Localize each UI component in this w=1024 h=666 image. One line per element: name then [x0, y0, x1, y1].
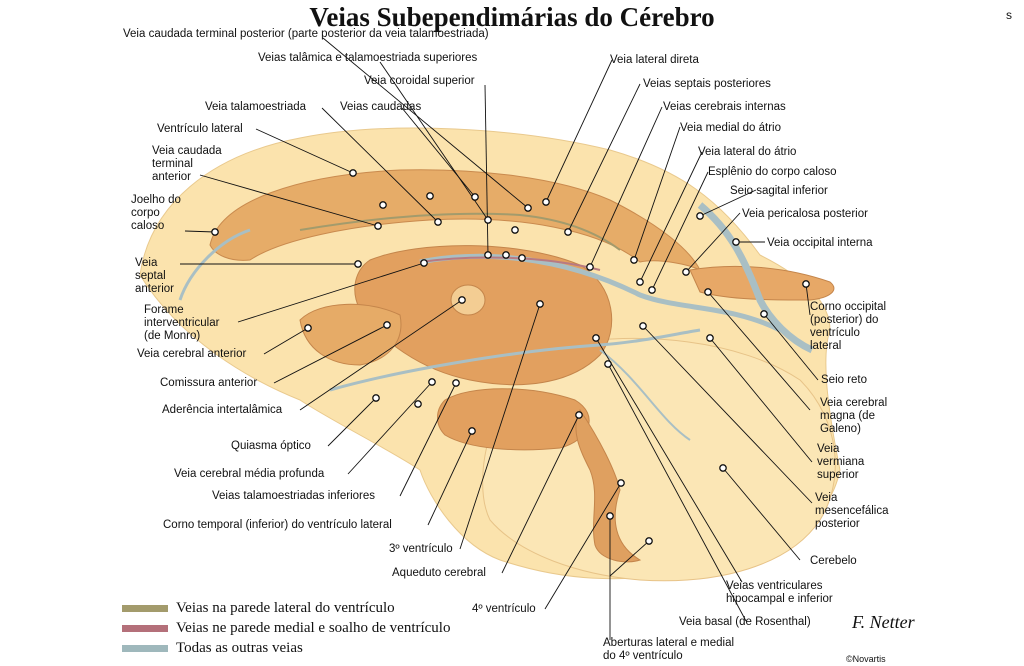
label-aqueduto: Aqueduto cerebral: [392, 567, 486, 579]
label-cerebrais-internas: Veias cerebrais internas: [663, 101, 786, 113]
label-medial-atrio: Veia medial do átrio: [680, 122, 782, 134]
label-terceiro-ventriculo: 3º ventrículo: [389, 543, 453, 555]
artist-signature: F. Netter: [852, 612, 915, 632]
occipital-horn-shape: [689, 265, 835, 301]
page-title: Veias Subependimárias do Cérebro: [309, 2, 715, 32]
label-joelho: Joelho do corpo caloso: [131, 194, 181, 232]
temporal-horn-shape: [437, 388, 590, 451]
vein-thalamostriate: [299, 212, 621, 251]
lateral-ventricle-shape: [209, 169, 702, 272]
label-ventriculares: Veias ventriculares hipocampal e inferio…: [726, 580, 833, 605]
label-corno-occipital: Corno occipital (posterior) do ventrícul…: [810, 301, 887, 352]
legend-label: Todas as outras veias: [176, 639, 303, 656]
legend-item-medial-wall: Veias ne parede medial e soalho de ventr…: [122, 620, 450, 636]
label-seio-sagital: Seio sagital inferior: [730, 185, 828, 197]
label-esplenio: Esplênio do corpo caloso: [708, 166, 837, 178]
label-septal-anterior: Veia septal anterior: [135, 257, 174, 295]
label-caudadas: Veias caudadas: [340, 101, 422, 113]
label-aderencia: Aderência intertalâmica: [162, 404, 283, 416]
label-talamica-superiores: Veias talâmica e talamoestriada superior…: [258, 52, 478, 64]
label-vermiana: Veia vermiana superior: [817, 443, 865, 481]
vein-basal: [329, 328, 701, 392]
legend-item-lateral-wall: Veias na parede lateral do ventrículo: [122, 600, 395, 616]
legend-item-other-veins: Todas as outras veias: [122, 640, 303, 656]
label-septais-posteriores: Veias septais posteriores: [643, 78, 771, 90]
label-cerebral-media: Veia cerebral média profunda: [174, 468, 325, 480]
label-lateral-atrio: Veia lateral do átrio: [698, 146, 797, 158]
label-quiasma: Quiasma óptico: [231, 440, 311, 452]
label-caudada-terminal-posterior: Veia caudada terminal posterior (parte p…: [123, 28, 489, 40]
label-lateral-direta: Veia lateral direta: [610, 54, 699, 66]
interthalamic-adhesion: [450, 284, 486, 316]
legend-label: Veias na parede lateral do ventrículo: [176, 599, 395, 616]
aqueduct-shape: [575, 409, 642, 563]
label-corno-temporal: Corno temporal (inferior) do ventrículo …: [163, 519, 392, 531]
label-quarto-ventriculo: 4º ventrículo: [472, 603, 536, 615]
label-talamo-inferiores: Veias talamoestriadas inferiores: [212, 490, 375, 502]
label-aberturas: Aberturas lateral e medial do 4º ventríc…: [603, 637, 735, 662]
label-seio-reto: Seio reto: [821, 374, 868, 386]
label-cerebelo: Cerebelo: [810, 555, 857, 567]
label-magna: Veia cerebral magna (de Galeno): [820, 397, 888, 435]
label-mesencefalica: Veia mesencefálica posterior: [815, 492, 889, 530]
label-markers: [211, 169, 810, 545]
corner-mark: s: [1006, 8, 1012, 22]
legend-swatch: [122, 604, 168, 612]
copyright-text: ©Novartis: [846, 654, 886, 664]
vein-straight-sinus: [697, 202, 814, 354]
label-talamoestriada: Veia talamoestriada: [205, 101, 307, 113]
label-cerebral-anterior: Veia cerebral anterior: [137, 348, 247, 360]
label-ventriculo-lateral: Ventrículo lateral: [157, 123, 243, 135]
label-basal: Veia basal (de Rosenthal): [679, 616, 811, 628]
vein-ventricular-hippocampal: [599, 349, 691, 441]
label-comissura: Comissura anterior: [160, 377, 258, 389]
label-pericalosa: Veia pericalosa posterior: [742, 208, 868, 220]
leader-lines: [180, 37, 819, 640]
label-forame: Forame interventricular (de Monro): [144, 304, 220, 342]
vein-sagittal-inferior: [178, 228, 251, 301]
legend-label: Veias ne parede medial e soalho de ventr…: [176, 619, 451, 636]
label-caudada-terminal-anterior: Veia caudada terminal anterior: [152, 145, 222, 183]
legend-swatch: [122, 644, 168, 652]
label-occipital-interna: Veia occipital interna: [767, 237, 873, 249]
label-coroidal-superior: Veia coroidal superior: [364, 75, 475, 87]
legend-swatch: [122, 624, 168, 632]
frontal-horn-shape: [299, 303, 402, 366]
vein-internal-cerebral: [419, 253, 782, 333]
